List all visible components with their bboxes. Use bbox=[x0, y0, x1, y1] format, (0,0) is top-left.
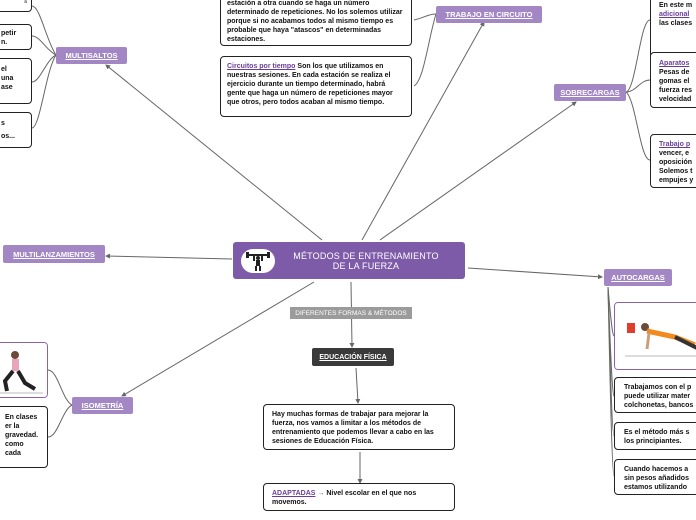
note-circuito-repeticiones-text: estación a otra cuando se haga un número… bbox=[227, 0, 403, 43]
note-adaptadas-text: Nivel escolar en el que nos movemos. bbox=[272, 490, 417, 506]
note-adaptadas[interactable]: ADAPTADAS → Nivel escolar en el que nos … bbox=[263, 483, 455, 511]
adaptadas-link[interactable]: ADAPTADAS bbox=[272, 490, 316, 497]
note-multisaltos-3-line3: ase bbox=[1, 84, 13, 91]
pushup-photo bbox=[614, 302, 696, 370]
weightlifter-icon bbox=[241, 248, 275, 273]
note-circuito-tiempo-text: Son los que utilizamos en nuestras sesio… bbox=[227, 63, 393, 106]
note-sobrecargas-3[interactable]: Trabajo p vencer, e oposición Solemos t … bbox=[650, 134, 696, 188]
note-multisaltos-3-line1: el bbox=[1, 66, 7, 73]
note-educacion-fisica[interactable]: Hay muchas formas de trabajar para mejor… bbox=[263, 404, 455, 450]
note-sobrecargas-2-line4: fuerza res bbox=[659, 87, 693, 94]
note-multisaltos-3-line2: una bbox=[1, 75, 14, 82]
trabajo-link[interactable]: Trabajo p bbox=[659, 141, 691, 148]
note-sobrecargas-2-line2: Pesas de bbox=[659, 69, 690, 76]
note-sobrecargas-1-line1: En este m bbox=[659, 2, 693, 9]
topic-educacion-fisica[interactable]: EDUCACIÓN FÍSICA bbox=[312, 348, 394, 366]
note-sobrecargas-3-line3: oposición bbox=[659, 159, 693, 166]
note-multisaltos-2-line2: n. bbox=[1, 39, 8, 46]
topic-multilanzamientos[interactable]: MULTILANZAMIENTOS bbox=[3, 245, 105, 263]
note-multisaltos-mark: ã bbox=[24, 0, 27, 5]
aparatos-link[interactable]: Aparatos bbox=[659, 60, 690, 67]
topic-autocargas[interactable]: AUTOCARGAS bbox=[604, 269, 672, 286]
note-autocargas-3[interactable]: Cuando hacemos a sin pesos añadidos esta… bbox=[614, 459, 696, 495]
central-title: MÉTODOS DE ENTRENAMIENTO DE LA FUERZA bbox=[275, 251, 465, 271]
note-circuito-tiempo[interactable]: Circuitos por tiempo Son los que utiliza… bbox=[220, 56, 412, 117]
central-title-line1: MÉTODOS DE ENTRENAMIENTO bbox=[293, 250, 439, 261]
lunge-photo bbox=[0, 342, 48, 398]
central-title-line2: DE LA FUERZA bbox=[332, 260, 400, 271]
adicional-link[interactable]: adicional bbox=[659, 11, 690, 18]
topic-isometria[interactable]: ISOMETRÍA bbox=[72, 397, 133, 414]
note-sobrecargas-3-line2: vencer, e bbox=[659, 150, 689, 157]
note-autocargas-2[interactable]: Es el método más s los principiantes. bbox=[614, 422, 696, 450]
note-sobrecargas-2-line5: velocidad bbox=[659, 96, 692, 103]
note-circuito-repeticiones[interactable]: estación a otra cuando se haga un número… bbox=[220, 0, 412, 46]
note-multisaltos-2[interactable]: petir n. bbox=[0, 24, 32, 50]
note-multisaltos-1[interactable]: ã bbox=[0, 0, 32, 12]
note-isometria[interactable]: En clases er la gravedad. como cada bbox=[0, 406, 48, 468]
topic-trabajo-en-circuito[interactable]: TRABAJO EN CIRCUITO bbox=[436, 6, 542, 23]
note-sobrecargas-2[interactable]: Aparatos Pesas de gomas el fuerza res ve… bbox=[650, 52, 696, 108]
note-multisaltos-4-line1: s bbox=[1, 120, 5, 127]
note-multisaltos-4[interactable]: s os... bbox=[0, 112, 32, 148]
note-multisaltos-4-line2: os... bbox=[1, 133, 16, 140]
topic-sobrecargas[interactable]: SOBRECARGAS bbox=[554, 84, 626, 101]
note-multisaltos-2-line1: petir bbox=[1, 30, 17, 37]
note-sobrecargas-2-line3: gomas el bbox=[659, 78, 690, 85]
note-sobrecargas-1[interactable]: En este m adicional las clases bbox=[650, 0, 696, 58]
topic-multisaltos[interactable]: MULTISALTOS bbox=[56, 47, 127, 64]
arrow-right-icon: → bbox=[317, 490, 325, 497]
central-topic[interactable]: MÉTODOS DE ENTRENAMIENTO DE LA FUERZA bbox=[233, 242, 465, 279]
note-sobrecargas-3-line5: empujes y bbox=[659, 177, 694, 184]
note-sobrecargas-3-line4: Solemos t bbox=[659, 168, 693, 175]
note-autocargas-1[interactable]: Trabajamos con el p puede utilizar mater… bbox=[614, 377, 696, 413]
subtitle-label: DIFERENTES FORMAS & MÉTODOS bbox=[290, 307, 412, 319]
note-multisaltos-3[interactable]: el una ase bbox=[0, 58, 32, 104]
circuitos-por-tiempo-link[interactable]: Circuitos por tiempo bbox=[227, 63, 296, 70]
note-sobrecargas-1-line3: las clases bbox=[659, 20, 693, 27]
